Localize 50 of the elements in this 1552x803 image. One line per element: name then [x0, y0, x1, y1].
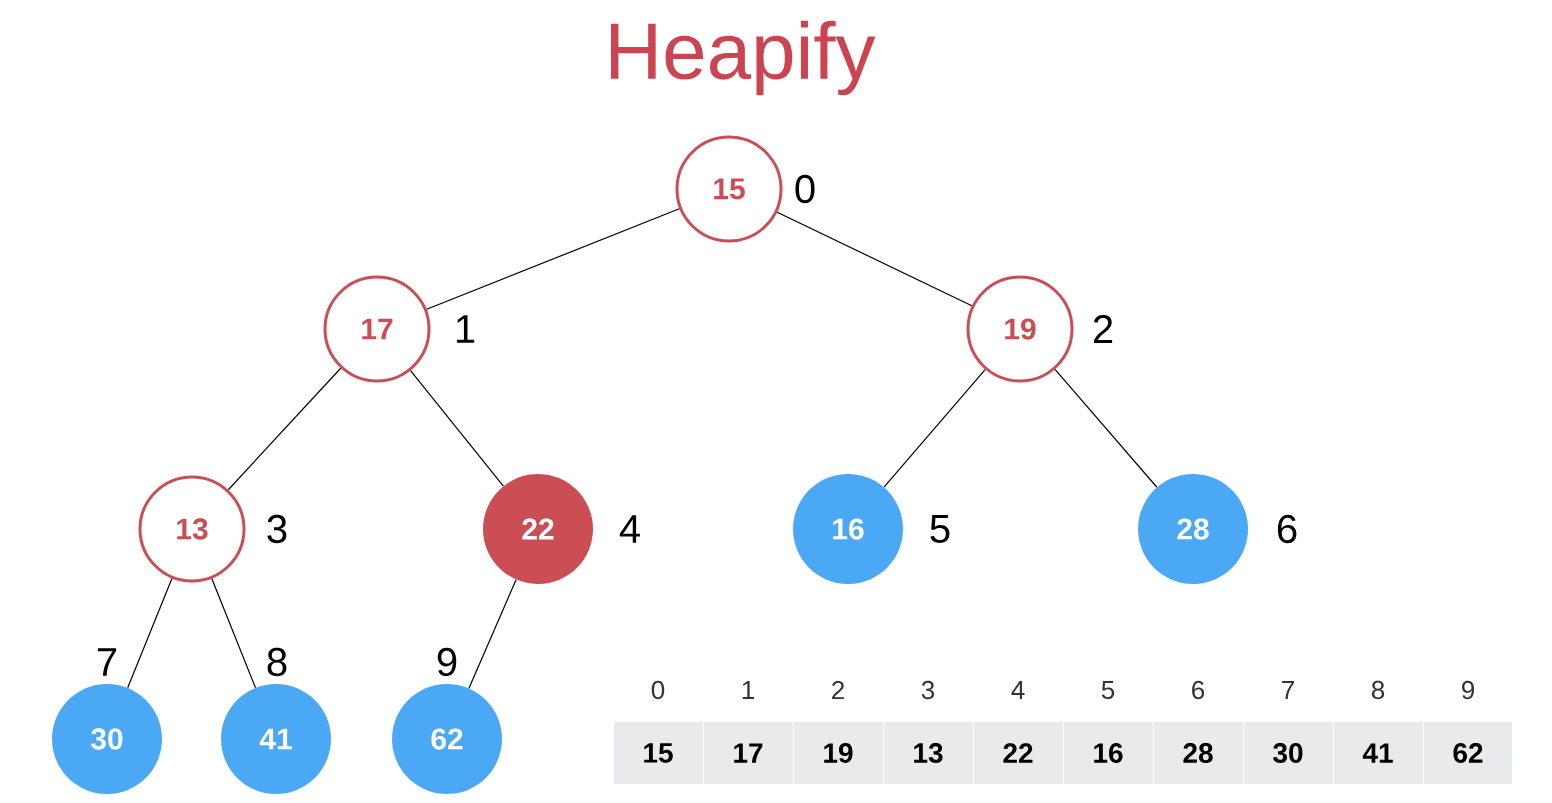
tree-edge [211, 578, 257, 689]
array-cell: 30 [1244, 722, 1333, 784]
tree-node: 19 [966, 275, 1074, 383]
tree-node: 17 [323, 275, 431, 383]
index-label: 1 [456, 315, 475, 343]
array-index: 3 [921, 680, 935, 700]
tree-edge [227, 367, 342, 491]
tree-node: 13 [138, 475, 246, 583]
array-index: 6 [1192, 680, 1205, 700]
tree-node: 22 [483, 474, 593, 584]
tree-node: 28 [1138, 474, 1248, 584]
index-label: 8 [267, 647, 287, 677]
tree-node: 15 [675, 135, 783, 243]
tree-node: 62 [392, 684, 502, 794]
tree-edge [1054, 368, 1158, 488]
tree-edge [468, 579, 517, 689]
tree-node: 41 [221, 684, 331, 794]
array-cell: 15 [614, 722, 703, 784]
array-cell: 22 [974, 722, 1063, 784]
tree-node: 30 [52, 684, 162, 794]
tree-edge [883, 368, 986, 488]
index-label: 4 [619, 515, 640, 543]
index-label: 2 [1093, 315, 1113, 343]
array-cell: 16 [1064, 722, 1153, 784]
index-label: 6 [1277, 514, 1297, 544]
tree-edge [409, 370, 504, 487]
tree-node: 16 [793, 474, 903, 584]
index-label: 7 [97, 648, 117, 676]
index-label: 0 [795, 174, 815, 204]
array-index: 9 [1462, 680, 1475, 700]
array-cell: 41 [1334, 722, 1423, 784]
index-label: 9 [437, 647, 457, 677]
array-cell: 62 [1424, 722, 1512, 784]
array-index: 1 [742, 681, 754, 699]
array-index: 7 [1282, 681, 1294, 699]
array-cell: 28 [1154, 722, 1243, 784]
tree-edge [426, 208, 680, 310]
array-cell: 19 [794, 722, 883, 784]
title: Heapify [610, 20, 876, 96]
tree-edge [776, 211, 973, 307]
index-label: 3 [267, 514, 287, 544]
array-index: 5 [1101, 680, 1115, 700]
array-index: 2 [832, 680, 844, 700]
index-label: 5 [930, 515, 950, 543]
array-cell: 13 [884, 722, 973, 784]
array-index: 4 [1011, 681, 1025, 699]
tree-edge [127, 578, 173, 689]
array-cell: 17 [704, 722, 793, 784]
array-index: 8 [1371, 680, 1385, 700]
array-index: 0 [651, 680, 665, 700]
